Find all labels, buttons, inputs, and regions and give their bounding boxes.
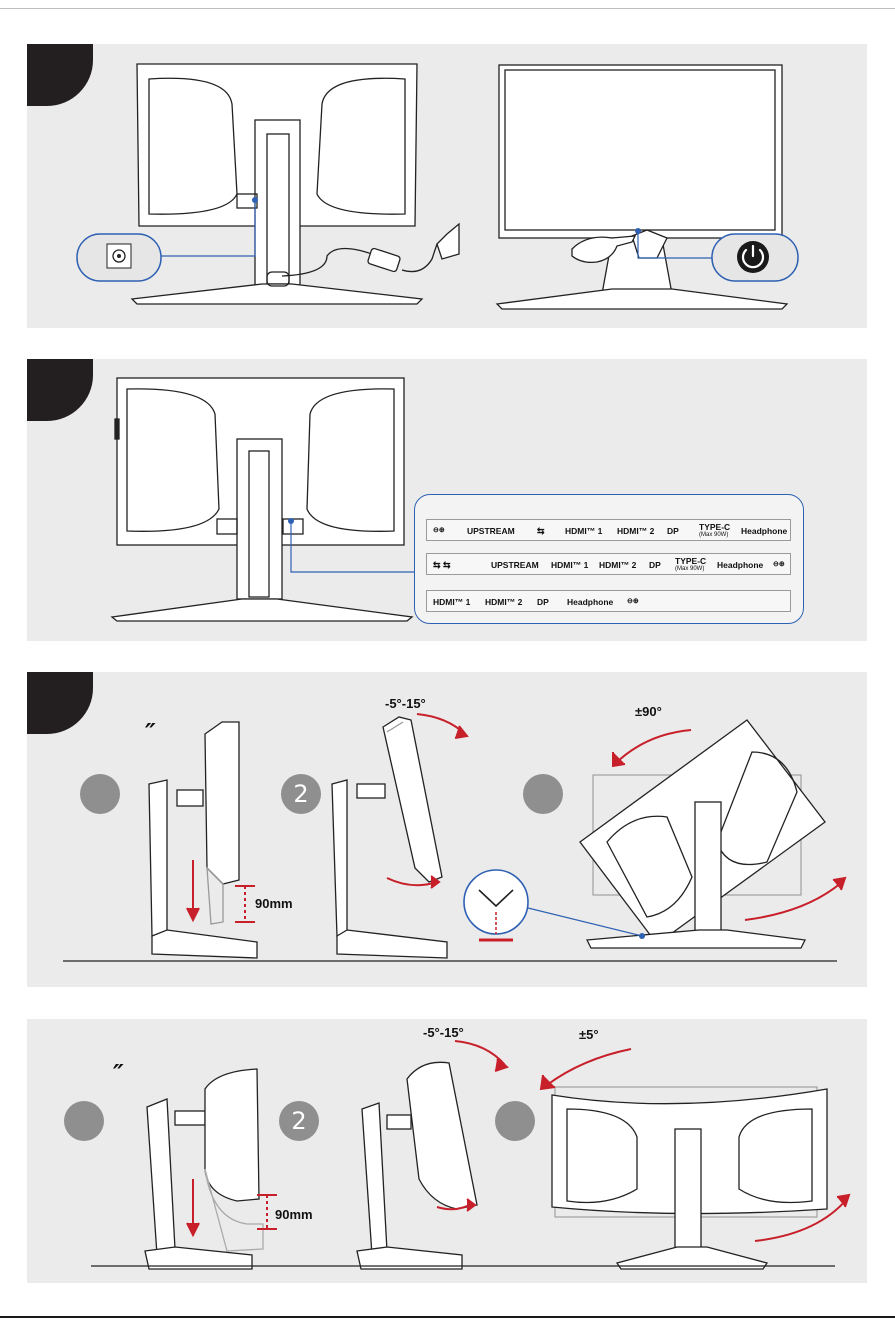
ports-callout: ⊖⊕ UPSTREAM ⇆ HDMI™ 1 HDMI™ 2 DP TYPE-C … bbox=[414, 494, 804, 624]
port-upstream: UPSTREAM bbox=[491, 560, 539, 570]
port-typec: TYPE-C bbox=[699, 522, 730, 532]
port-row-3: HDMI™ 1 HDMI™ 2 DP Headphone ⊖⊕ bbox=[426, 590, 791, 612]
panel-adjust-curved: ″ 2 -5°-15° ±5° 90mm bbox=[27, 1019, 867, 1283]
top-rule bbox=[0, 8, 895, 9]
port-upstream: UPSTREAM bbox=[467, 526, 515, 536]
port-dp: DP bbox=[537, 597, 549, 607]
curved-adjust-illustration bbox=[27, 1019, 867, 1283]
port-hdmi2: HDMI™ 2 bbox=[485, 597, 522, 607]
port-typec-note: (Max 90W) bbox=[675, 566, 704, 572]
port-hdmi1: HDMI™ 1 bbox=[551, 560, 588, 570]
panel-adjust-flat: ″ 2 -5°-15° ±90° 90mm bbox=[27, 672, 867, 987]
port-typec: TYPE-C bbox=[675, 556, 706, 566]
dc-in-icon: ⊖⊕ bbox=[433, 526, 445, 534]
port-hdmi1: HDMI™ 1 bbox=[433, 597, 470, 607]
dc-in-icon: ⊖⊕ bbox=[627, 597, 639, 605]
port-dp: DP bbox=[649, 560, 661, 570]
port-row-1: ⊖⊕ UPSTREAM ⇆ HDMI™ 1 HDMI™ 2 DP TYPE-C … bbox=[426, 519, 791, 541]
panel-power-connection bbox=[27, 44, 867, 328]
port-headphone: Headphone bbox=[717, 560, 763, 570]
port-hdmi2: HDMI™ 2 bbox=[617, 526, 654, 536]
port-dp: DP bbox=[667, 526, 679, 536]
panel-ports: ⊖⊕ UPSTREAM ⇆ HDMI™ 1 HDMI™ 2 DP TYPE-C … bbox=[27, 359, 867, 641]
port-hdmi2: HDMI™ 2 bbox=[599, 560, 636, 570]
port-typec-note: (Max 90W) bbox=[699, 532, 728, 538]
port-headphone: Headphone bbox=[741, 526, 787, 536]
bottom-rule bbox=[0, 1316, 895, 1318]
power-illustration bbox=[27, 44, 867, 328]
usb-icon: ⇆ bbox=[537, 526, 545, 537]
port-hdmi1: HDMI™ 1 bbox=[565, 526, 602, 536]
dc-in-icon: ⊖⊕ bbox=[773, 560, 785, 568]
port-headphone: Headphone bbox=[567, 597, 613, 607]
flat-adjust-illustration bbox=[27, 672, 867, 987]
usb-icon: ⇆ ⇆ bbox=[433, 560, 451, 571]
port-row-2: ⇆ ⇆ UPSTREAM HDMI™ 1 HDMI™ 2 DP TYPE-C (… bbox=[426, 553, 791, 575]
